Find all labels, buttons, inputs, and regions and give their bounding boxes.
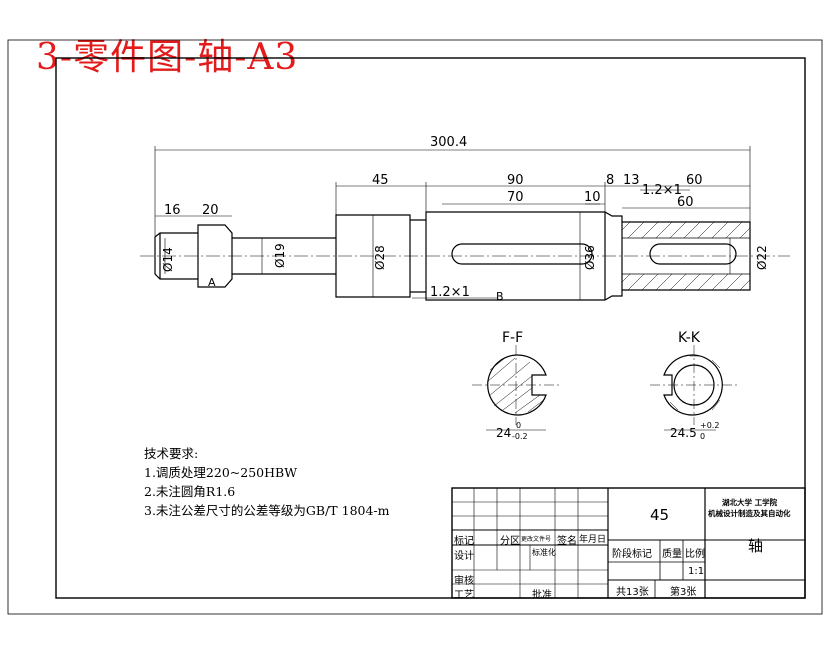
tb-gengai: 更改文件号: [521, 536, 552, 543]
tb-school: 湖北大学 工学院: [722, 498, 778, 507]
section-ff-label: F-F: [502, 330, 523, 346]
ff-dim-24-tol: 0: [516, 421, 521, 430]
dim-16: 16: [164, 203, 181, 218]
inner-border: [55, 57, 806, 599]
dim-phi28: Ø28: [373, 245, 387, 270]
tb-biaozhun: 标准化: [532, 548, 556, 557]
datum-b: B: [496, 290, 504, 303]
dim-phi14: Ø14: [161, 247, 175, 272]
tb-pizhun: 批准: [532, 590, 552, 601]
dim-phi22: Ø22: [755, 245, 769, 270]
tb-sheji: 设计: [454, 551, 474, 562]
tb-fenqu: 分区: [500, 536, 520, 547]
kk-dim-245-tol2: 0: [700, 432, 705, 441]
dim-cham1: 1.2×1: [642, 183, 682, 198]
tb-biaoji: 标记: [454, 536, 474, 547]
dim-10: 10: [584, 190, 601, 205]
tb-jieduan: 阶段标记: [612, 549, 652, 560]
dim-phi19: Ø19: [273, 243, 287, 268]
outer-border: [7, 39, 823, 615]
note-2: 2.未注圆角R1.6: [144, 484, 236, 499]
tb-part-name: 轴: [748, 537, 764, 555]
dim-8: 8: [606, 173, 614, 188]
dim-45: 45: [372, 173, 389, 188]
dim-13: 13: [623, 173, 640, 188]
shaft-outline: [154, 211, 751, 301]
tb-bili: 比例: [685, 549, 705, 560]
tb-shenhe: 审核: [454, 576, 474, 587]
tb-zhiliang: 质量: [662, 549, 682, 560]
dim-cham2: 1.2×1: [430, 285, 470, 300]
note-1: 1.调质处理220~250HBW: [144, 465, 298, 480]
tb-gongyi: 工艺: [454, 590, 474, 601]
tb-total-sheets: 共13张: [616, 587, 649, 598]
dim-60b: 60: [677, 195, 694, 210]
ff-dim-24: 24: [496, 426, 511, 440]
dim-total: 300.4: [430, 135, 467, 150]
kk-dim-245-tol: +0.2: [700, 421, 719, 430]
ff-dim-24-tol2: -0.2: [512, 432, 528, 441]
dim-60a: 60: [686, 173, 703, 188]
tb-school2: 机械设计制造及其自动化: [708, 509, 791, 518]
section-ff: F-F 24 0 -0.2: [472, 330, 560, 441]
tb-qianming: 签名: [557, 536, 577, 547]
note-3: 3.未注公差尺寸的公差等级为GB/T 1804-m: [144, 503, 390, 518]
dim-20: 20: [202, 203, 219, 218]
section-kk: K-K 24.5 +0.2 0: [650, 330, 740, 441]
dimension-lines: [154, 146, 751, 300]
dim-90: 90: [507, 173, 524, 188]
tb-sheet-no: 第3张: [670, 587, 697, 598]
datum-a: A: [208, 276, 216, 289]
notes-heading: 技术要求:: [144, 446, 199, 461]
dim-70: 70: [507, 190, 524, 205]
dim-phi36: Ø36: [583, 245, 597, 270]
kk-dim-245: 24.5: [670, 426, 697, 440]
tb-material: 45: [650, 506, 670, 524]
section-kk-label: K-K: [678, 330, 701, 346]
tb-date: 年月日: [579, 535, 607, 545]
tb-scale: 1:1: [688, 566, 705, 577]
title-block-grid: [451, 487, 806, 599]
technical-notes: 技术要求: 1.调质处理220~250HBW 2.未注圆角R1.6 3.未注公差…: [144, 444, 390, 520]
section-hatch: [621, 221, 751, 291]
